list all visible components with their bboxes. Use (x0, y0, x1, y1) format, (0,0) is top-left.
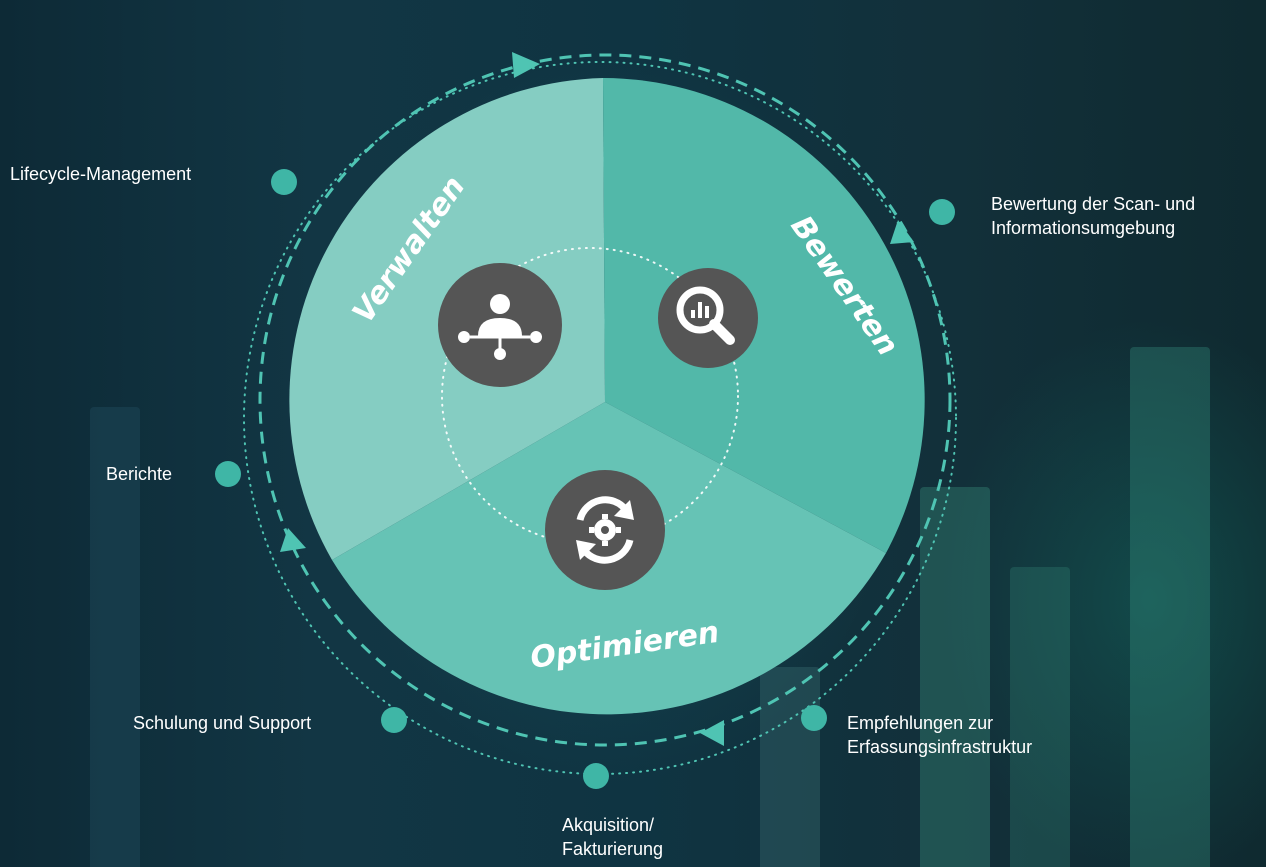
step-label-akquisition-line1: Akquisition/ (562, 815, 655, 835)
step-label-lifecycle: Lifecycle-Management (10, 164, 192, 184)
step-label-empfehlungen: Empfehlungen zur Erfassungsinfrastruktur (847, 711, 1032, 759)
segment-bewerten (603, 78, 925, 553)
dashed-cycle-ring (258, 53, 952, 747)
step-label-bewertung: Bewertung der Scan- und Informationsumge… (991, 192, 1195, 240)
background-bar (1010, 567, 1070, 867)
background-bar (90, 407, 140, 867)
arrow-head-bottom (700, 720, 724, 746)
outer-dotted-ring (243, 61, 957, 775)
step-label-empfehlungen-line1: Empfehlungen zur (847, 713, 994, 733)
background-bar (760, 667, 820, 867)
step-dot-bewertung (929, 199, 955, 225)
step-dot-empfehlungen (801, 705, 827, 731)
gear-cycle-icon (545, 470, 665, 590)
step-dot-akquisition (583, 763, 609, 789)
cycle-pie (289, 78, 925, 715)
step-label-bewertung-line2: Informationsumgebung (991, 218, 1176, 238)
arrow-head-left (280, 528, 306, 552)
step-label-schulung: Schulung und Support (133, 713, 312, 733)
step-dot-lifecycle (271, 169, 297, 195)
background-bar (1130, 347, 1210, 867)
arrow-head-top (512, 52, 540, 78)
step-dot-schulung (381, 707, 407, 733)
step-label-akquisition: Akquisition/ Fakturierung (562, 813, 663, 861)
step-dot-berichte (215, 461, 241, 487)
step-label-berichte: Berichte (106, 464, 173, 484)
arrow-head-right (890, 220, 914, 244)
magnifier-chart-icon (658, 268, 758, 368)
step-label-empfehlungen-line2: Erfassungsinfrastruktur (847, 737, 1033, 757)
background-bar (920, 487, 990, 867)
step-label-bewertung-line1: Bewertung der Scan- und (991, 194, 1196, 214)
user-network-icon (438, 263, 562, 387)
step-label-akquisition-line2: Fakturierung (562, 839, 664, 859)
